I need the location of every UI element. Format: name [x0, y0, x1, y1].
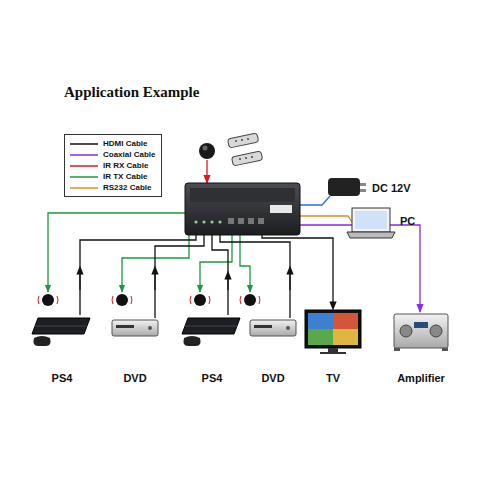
legend-text: IR RX Cable — [103, 161, 148, 170]
ir-receiver — [199, 143, 215, 159]
ir-waves — [38, 296, 260, 304]
device-label: PS4 — [202, 372, 223, 384]
legend-line-sample — [70, 152, 98, 158]
device-label: Amplifier — [397, 372, 445, 384]
legend-text: IR TX Cable — [103, 172, 147, 181]
legend-text: HDMI Cable — [103, 139, 147, 148]
dvd-player — [112, 320, 158, 336]
legend-line-sample — [70, 174, 98, 180]
legend-line-sample — [70, 141, 98, 147]
wires — [48, 160, 420, 318]
device-label: TV — [326, 372, 340, 384]
legend-line-sample — [70, 185, 98, 191]
remote-controls — [227, 133, 262, 166]
amplifier — [394, 314, 448, 351]
ps4-console — [182, 318, 240, 346]
legend-box: HDMI CableCoaxial Cable IR RX Cable IR TX … — [64, 134, 162, 197]
device-label: PC — [400, 215, 415, 227]
device-label: DVD — [261, 372, 284, 384]
pc-laptop — [347, 208, 395, 238]
hdmi-matrix — [185, 183, 300, 235]
legend-row: IR RX Cable — [70, 160, 155, 171]
dvd-player — [250, 320, 296, 336]
ir-emitters — [42, 294, 256, 306]
tv-screen — [305, 310, 361, 354]
legend-text: RS232 Cable — [103, 183, 151, 192]
device-label: PS4 — [52, 372, 73, 384]
legend-row: RS232 Cable — [70, 182, 155, 193]
legend-row: HDMI Cable — [70, 138, 155, 149]
ps4-console — [32, 318, 90, 346]
legend-row: Coaxial Cable — [70, 149, 155, 160]
legend-text: Coaxial Cable — [103, 150, 155, 159]
diagram-title: Application Example — [64, 84, 199, 101]
voltage-label: DC 12V — [372, 182, 411, 194]
device-label: DVD — [123, 372, 146, 384]
legend-line-sample — [70, 163, 98, 169]
power-adapter — [328, 178, 366, 196]
legend-row: IR TX Cable — [70, 171, 155, 182]
